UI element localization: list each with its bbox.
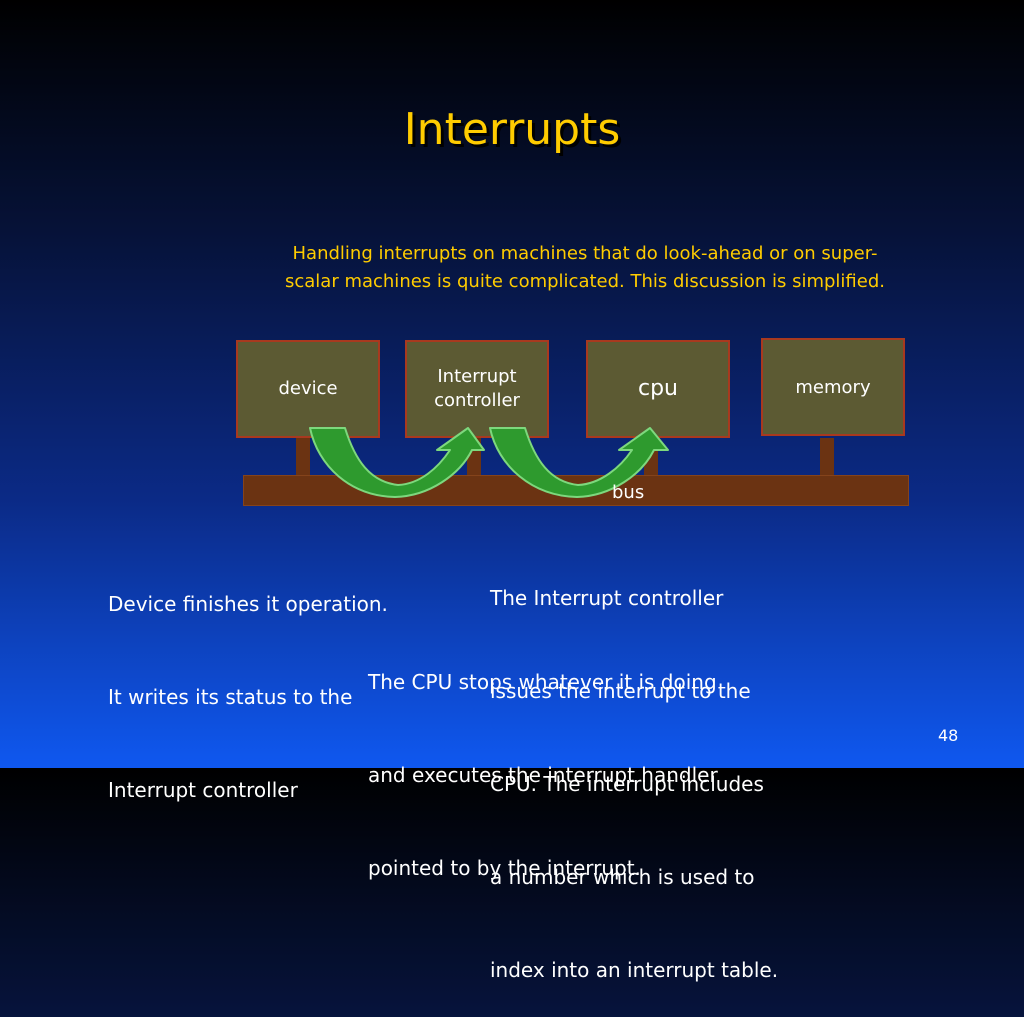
bus-label: bus xyxy=(612,482,645,503)
controller-bus-post xyxy=(467,438,481,476)
cpu-caption-line-3: pointed to by the interrupt. xyxy=(368,856,641,880)
note-line-1: Handling interrupts on machines that do … xyxy=(292,243,878,264)
memory-bus-post xyxy=(820,438,834,476)
device-caption-line-2: It writes its status to the xyxy=(108,685,353,709)
system-bus xyxy=(243,475,909,506)
memory-box: memory xyxy=(761,338,905,436)
cpu-caption: The CPU stops whatever it is doing and e… xyxy=(368,605,718,915)
controller-caption-line-1: The Interrupt controller xyxy=(490,586,724,610)
slide-title: Interrupts xyxy=(403,104,621,155)
device-label: device xyxy=(278,378,338,399)
cpu-box: cpu xyxy=(586,340,730,438)
simplification-note: Handling interrupts on machines that do … xyxy=(225,240,945,296)
controller-caption-line-5: index into an interrupt table. xyxy=(490,958,779,982)
interrupt-controller-box: Interrupt controller xyxy=(405,340,549,438)
device-caption-line-1: Device finishes it operation. xyxy=(108,592,388,616)
cpu-label: cpu xyxy=(637,376,678,401)
cpu-caption-line-1: The CPU stops whatever it is doing xyxy=(368,670,717,694)
page-number: 48 xyxy=(938,726,959,745)
memory-label: memory xyxy=(795,377,871,398)
controller-caption-line-2: issues the interrupt to the xyxy=(490,679,751,703)
controller-label-line-1: Interrupt xyxy=(437,366,517,387)
note-line-2: scalar machines is quite complicated. Th… xyxy=(284,271,885,292)
device-caption: Device finishes it operation. It writes … xyxy=(108,527,388,837)
cpu-caption-line-2: and executes the interrupt handler xyxy=(368,763,718,787)
device-box: device xyxy=(236,340,380,438)
cpu-bus-post xyxy=(644,438,658,476)
device-caption-line-3: Interrupt controller xyxy=(108,778,298,802)
controller-label-line-2: controller xyxy=(434,390,520,411)
device-bus-post xyxy=(296,438,310,476)
